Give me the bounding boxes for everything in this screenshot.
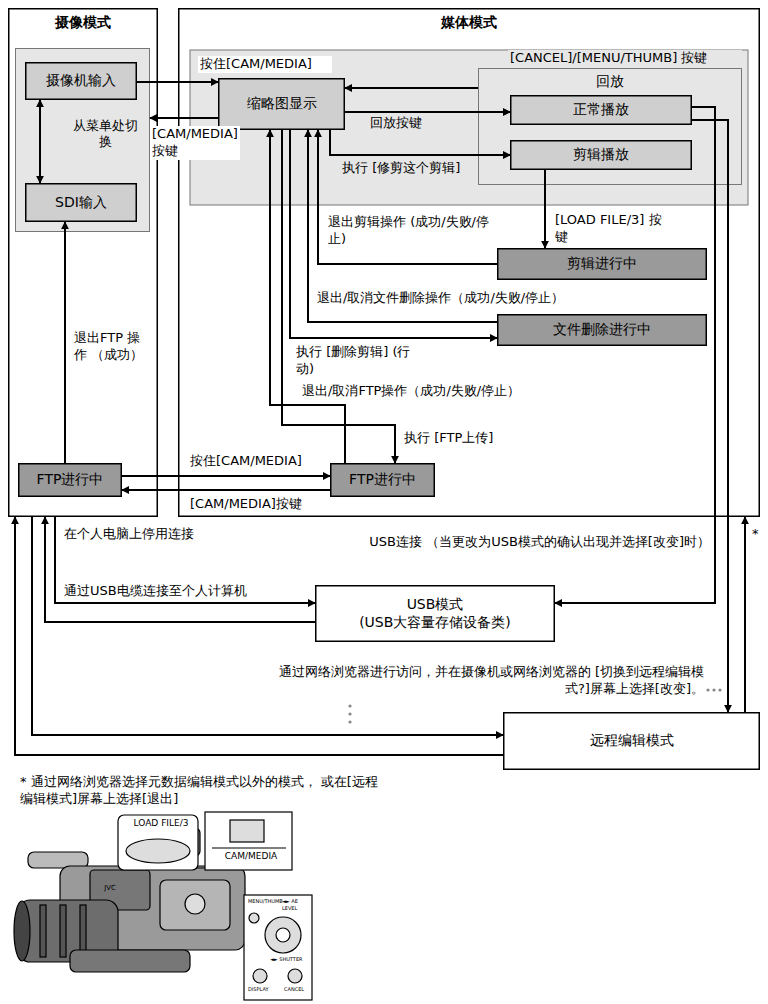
heading-text: 摄像模式 xyxy=(8,14,158,32)
edge-label: USB连接 （当更改为USB模式的确认出现并选择[改变]时） xyxy=(340,534,712,551)
connector-arrow xyxy=(45,517,315,622)
node-text: 摄像机输入 xyxy=(46,72,116,90)
connector-arrow xyxy=(122,489,330,491)
edge-label: 通过网络浏览器进行访问，并在摄像机或网络浏览器的 [切换到远程编辑模式?]屏幕上… xyxy=(262,664,706,698)
connector-arrow xyxy=(39,100,41,183)
node-text: FTP进行中 xyxy=(37,471,104,489)
button-label: ◄► AE LEVEL xyxy=(280,898,316,911)
process-box: 摄像机输入 xyxy=(25,62,137,100)
status-box: FTP进行中 xyxy=(330,463,435,497)
edge-label: [CAM/MEDIA] 按键 xyxy=(150,126,240,160)
heading-text: 回放 xyxy=(478,73,742,91)
callout-label: LOAD FILE/3 xyxy=(122,818,200,830)
node-text: FTP进行中 xyxy=(349,471,416,489)
playback-panel: 回放正常播放剪辑播放 xyxy=(478,68,742,185)
process-box: 正常播放 xyxy=(510,95,692,125)
edge-label: 执行 [FTP上传] xyxy=(402,430,516,447)
connector-arrow xyxy=(15,517,503,755)
node-text: 缩略图显示 xyxy=(247,95,317,113)
footnote: * 通过网络浏览器选择元数据编辑模式以外的模式， 或在[远程编辑模式]屏幕上选择… xyxy=(18,774,392,808)
process-box: 缩略图显示 xyxy=(218,78,345,130)
edge-label: 退出/取消文件删除操作（成功/失败/停止） xyxy=(315,290,619,307)
button-label: MENU/THUMB xyxy=(246,898,284,905)
connector-arrow xyxy=(122,475,330,477)
button-label: DISPLAY xyxy=(246,986,280,993)
node-text: USB模式 xyxy=(407,596,464,614)
status-box: 剪辑进行中 xyxy=(497,248,707,280)
brand-mark: JVC xyxy=(96,884,124,893)
edge-label: [CAM/MEDIA]按键 xyxy=(188,496,322,513)
node-text: 正常播放 xyxy=(573,101,629,119)
connector-arrow xyxy=(744,517,746,712)
edge-label: 退出/取消FTP操作（成功/失败/停止） xyxy=(300,383,584,400)
edge-label: 回放按键 xyxy=(368,115,442,132)
callout-label: CAM/MEDIA xyxy=(208,851,294,863)
node-text: 远程编辑模式 xyxy=(590,732,674,750)
heading-text: 从菜单处切换 xyxy=(70,118,140,151)
input-panel: 从菜单处切换 摄像机输入 SDI输入 xyxy=(15,48,150,232)
connector-arrow xyxy=(64,222,66,463)
edge-label: 按住[CAM/MEDIA] xyxy=(188,453,322,470)
button-label: ◄► SHUTTER xyxy=(268,956,314,963)
edge-label: * xyxy=(750,526,766,543)
connector-arrow xyxy=(137,81,218,83)
mode-box: 远程编辑模式 xyxy=(503,712,760,770)
status-box: FTP进行中 xyxy=(18,463,122,497)
edge-label: [CANCEL]/[MENU/THUMB] 按键 xyxy=(508,50,742,67)
connector-arrow xyxy=(555,107,715,603)
node-text: (USB大容量存储设备类) xyxy=(359,614,511,632)
connector-arrow xyxy=(150,117,218,119)
node-text: 剪辑进行中 xyxy=(567,255,637,273)
edge-label: [LOAD FILE/3] 按键 xyxy=(553,212,667,246)
edge-label: 按住[CAM/MEDIA] xyxy=(198,56,332,73)
process-box: 剪辑播放 xyxy=(510,140,692,170)
camera-illustration xyxy=(14,812,312,1000)
connector-arrow xyxy=(330,130,510,155)
node-text: 剪辑播放 xyxy=(573,146,629,164)
edge-label: 执行 [删除剪辑] (行动) xyxy=(294,344,428,378)
media-panel xyxy=(190,50,748,205)
status-box: 文件删除进行中 xyxy=(497,314,707,346)
connector-arrow xyxy=(692,120,728,712)
connector-arrow xyxy=(345,87,478,89)
button-label: CANCEL xyxy=(282,986,316,993)
edge-label: 通过USB电缆连接至个人计算机 xyxy=(62,583,276,600)
connector-arrow xyxy=(544,170,546,248)
edge-label: 执行 [修剪这个剪辑] xyxy=(340,160,464,177)
node-text: SDI输入 xyxy=(55,194,107,212)
connector-arrow xyxy=(345,111,510,113)
mode-box: USB模式(USB大容量存储设备类) xyxy=(315,585,555,642)
heading-text: 媒体模式 xyxy=(178,14,760,32)
connector-arrow xyxy=(55,517,315,603)
mode-region: 摄像模式从菜单处切换 摄像机输入 SDI输入 FTP进行中 xyxy=(8,8,158,517)
edge-label: 在个人电脑上停用连接 xyxy=(62,526,226,543)
edge-label: 退出FTP 操作 （成功） xyxy=(72,330,146,364)
edge-label: 退出剪辑操作 (成功/失败/停止) xyxy=(326,214,500,248)
process-box: SDI输入 xyxy=(25,183,137,222)
node-text: 文件删除进行中 xyxy=(553,321,651,339)
